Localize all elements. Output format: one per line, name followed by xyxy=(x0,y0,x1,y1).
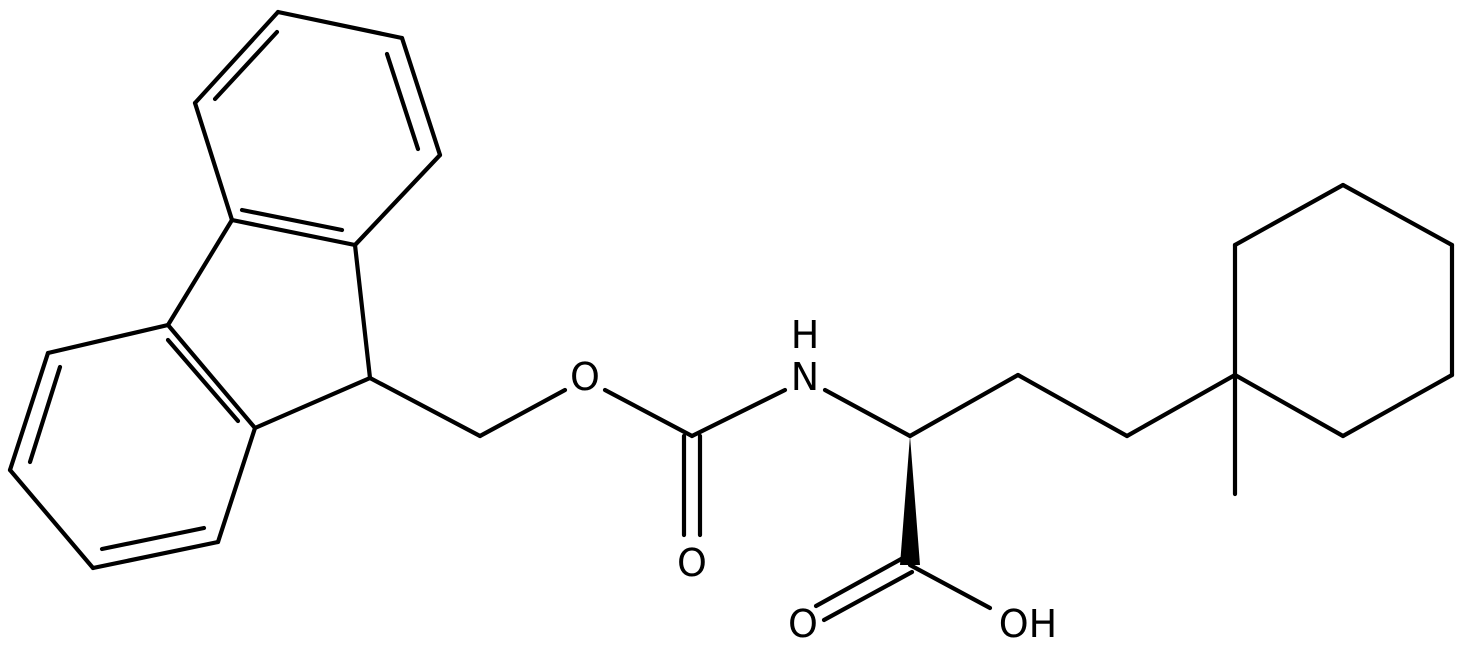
double-bond-inner xyxy=(99,525,207,552)
bond xyxy=(907,562,993,611)
carbonyl-double-bond xyxy=(813,555,906,609)
bond xyxy=(1015,372,1130,439)
bond xyxy=(229,217,358,248)
side-chain xyxy=(907,372,1238,439)
bond xyxy=(90,539,221,571)
double-bond-inner xyxy=(239,207,345,233)
atom-labels: O O H N O OH xyxy=(570,313,1057,646)
cyclohexane-ring xyxy=(1232,182,1455,497)
fluorene-five-ring xyxy=(165,217,373,431)
bond xyxy=(45,322,171,356)
bond xyxy=(907,372,1021,439)
ester-oxygen-label: O xyxy=(570,355,600,399)
bond xyxy=(7,467,96,571)
acid-carbonyl-oxygen-label: O xyxy=(788,602,818,646)
bond xyxy=(1124,372,1238,439)
bond xyxy=(367,375,483,439)
bond xyxy=(352,242,373,381)
bond xyxy=(192,9,281,106)
bond xyxy=(1340,372,1455,439)
carbonyl-double-bond xyxy=(821,569,915,623)
carboxylic-acid xyxy=(813,436,993,623)
wedge-stereo-bond xyxy=(900,436,920,565)
bond xyxy=(352,152,443,248)
double-bond-inner xyxy=(27,364,63,465)
bond xyxy=(165,322,258,431)
bond xyxy=(165,217,235,328)
bond xyxy=(1232,182,1346,248)
bond xyxy=(7,350,51,473)
fluorene-lower-ring xyxy=(7,322,258,571)
amide-nitrogen-label: N xyxy=(791,355,819,399)
bond xyxy=(689,387,788,439)
bond xyxy=(252,375,373,431)
bond xyxy=(1340,182,1455,248)
double-bond-inner xyxy=(384,51,421,152)
double-bond-inner xyxy=(212,29,280,102)
bond xyxy=(275,9,405,41)
double-bond-inner xyxy=(165,337,241,424)
bond xyxy=(602,387,695,439)
carbonyl-oxygen-label: O xyxy=(677,541,707,585)
fluorene-upper-ring xyxy=(192,9,443,248)
bond xyxy=(822,387,913,439)
amide-hydrogen-label: H xyxy=(791,313,820,357)
carbamate-linker xyxy=(367,375,913,538)
bond xyxy=(1232,372,1346,439)
bond xyxy=(399,35,443,158)
hydroxyl-label: OH xyxy=(999,602,1057,646)
bond xyxy=(192,100,235,223)
bond xyxy=(215,425,258,545)
bond xyxy=(477,387,568,439)
